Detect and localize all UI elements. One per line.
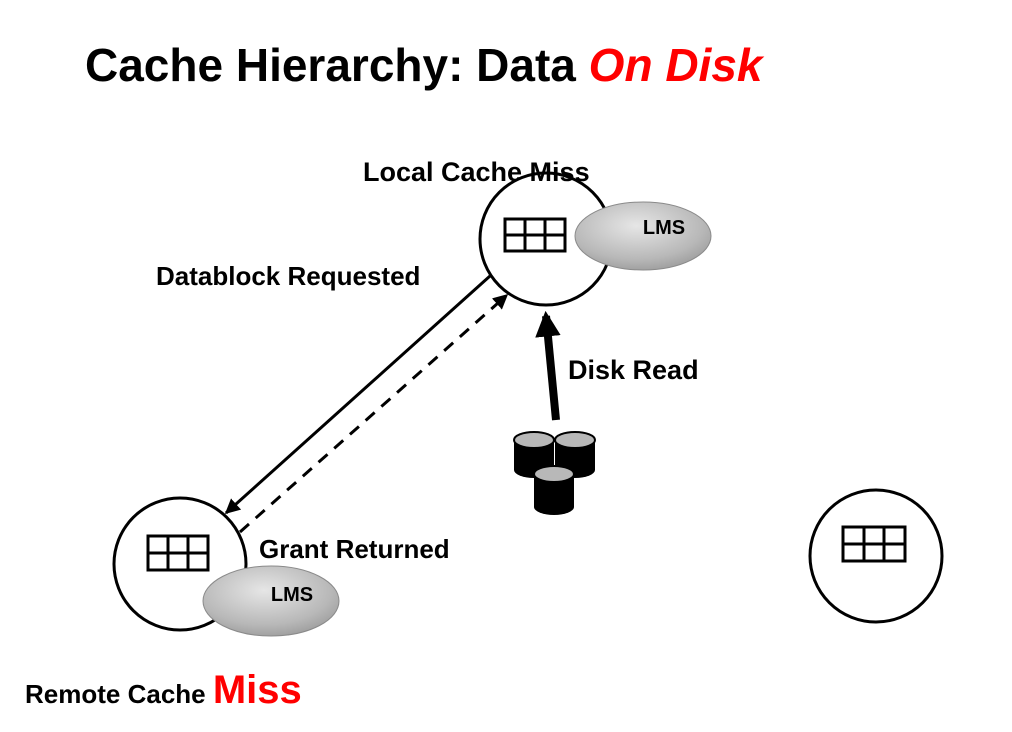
disk-read-label: Disk Read	[568, 355, 699, 385]
local-lms-ellipse: LMS	[574, 201, 712, 271]
datablock-request-arrow	[224, 274, 492, 515]
local-lms-label: LMS	[643, 217, 685, 239]
title-prefix: Cache Hierarchy: Data	[85, 39, 589, 91]
disk-read-arrow	[535, 310, 561, 421]
title-accent: On Disk	[588, 39, 763, 91]
grant-returned-label: Grant Returned	[259, 534, 450, 564]
grant-returned-arrow	[239, 293, 509, 534]
remote-lms-ellipse: LMS	[202, 565, 340, 637]
remote-buffer-grid-icon	[146, 534, 210, 572]
datablock-requested-label: Datablock Requested	[156, 261, 421, 291]
third-buffer-grid-icon	[841, 525, 907, 563]
local-buffer-grid-icon	[503, 217, 567, 253]
remote-cache-miss-label: Remote Cache Miss	[25, 668, 302, 712]
remote-cache-accent: Miss	[212, 668, 302, 712]
disk-cylinder-icon	[513, 431, 596, 515]
remote-node: LMS	[112, 496, 340, 637]
remote-cache-prefix: Remote Cache	[25, 679, 213, 709]
local-cache-miss-label: Local Cache Miss	[363, 157, 590, 187]
remote-lms-label: LMS	[271, 584, 313, 606]
third-node	[808, 488, 944, 624]
slide-title: Cache Hierarchy: Data On Disk	[85, 40, 763, 91]
local-node: LMS	[478, 171, 712, 307]
